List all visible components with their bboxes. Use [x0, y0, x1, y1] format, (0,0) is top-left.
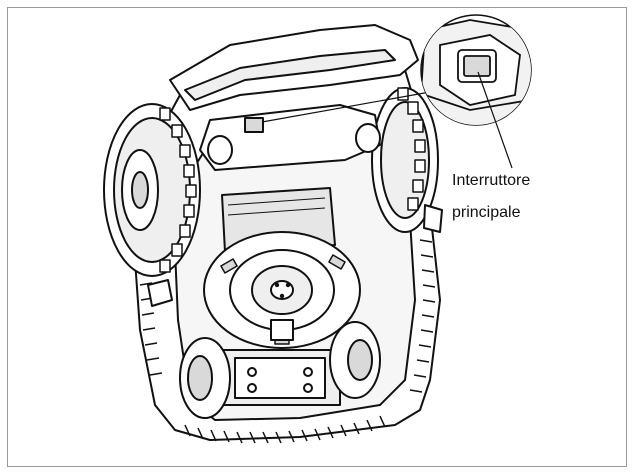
callout-label-line1: Interruttore	[452, 172, 531, 189]
callout-label-line2: principale	[452, 204, 521, 221]
left-wheel-tread	[159, 107, 197, 273]
side-latch-left	[147, 279, 173, 307]
callout-leader	[477, 71, 513, 169]
side-latch-right	[423, 204, 443, 233]
main-switch	[244, 117, 264, 133]
robot-mower-underside	[103, 24, 443, 444]
right-wheel-tread	[397, 87, 426, 211]
zoom-guide-line	[261, 91, 431, 123]
main-switch-detail	[261, 14, 532, 169]
mower-rim-teeth	[139, 239, 436, 444]
